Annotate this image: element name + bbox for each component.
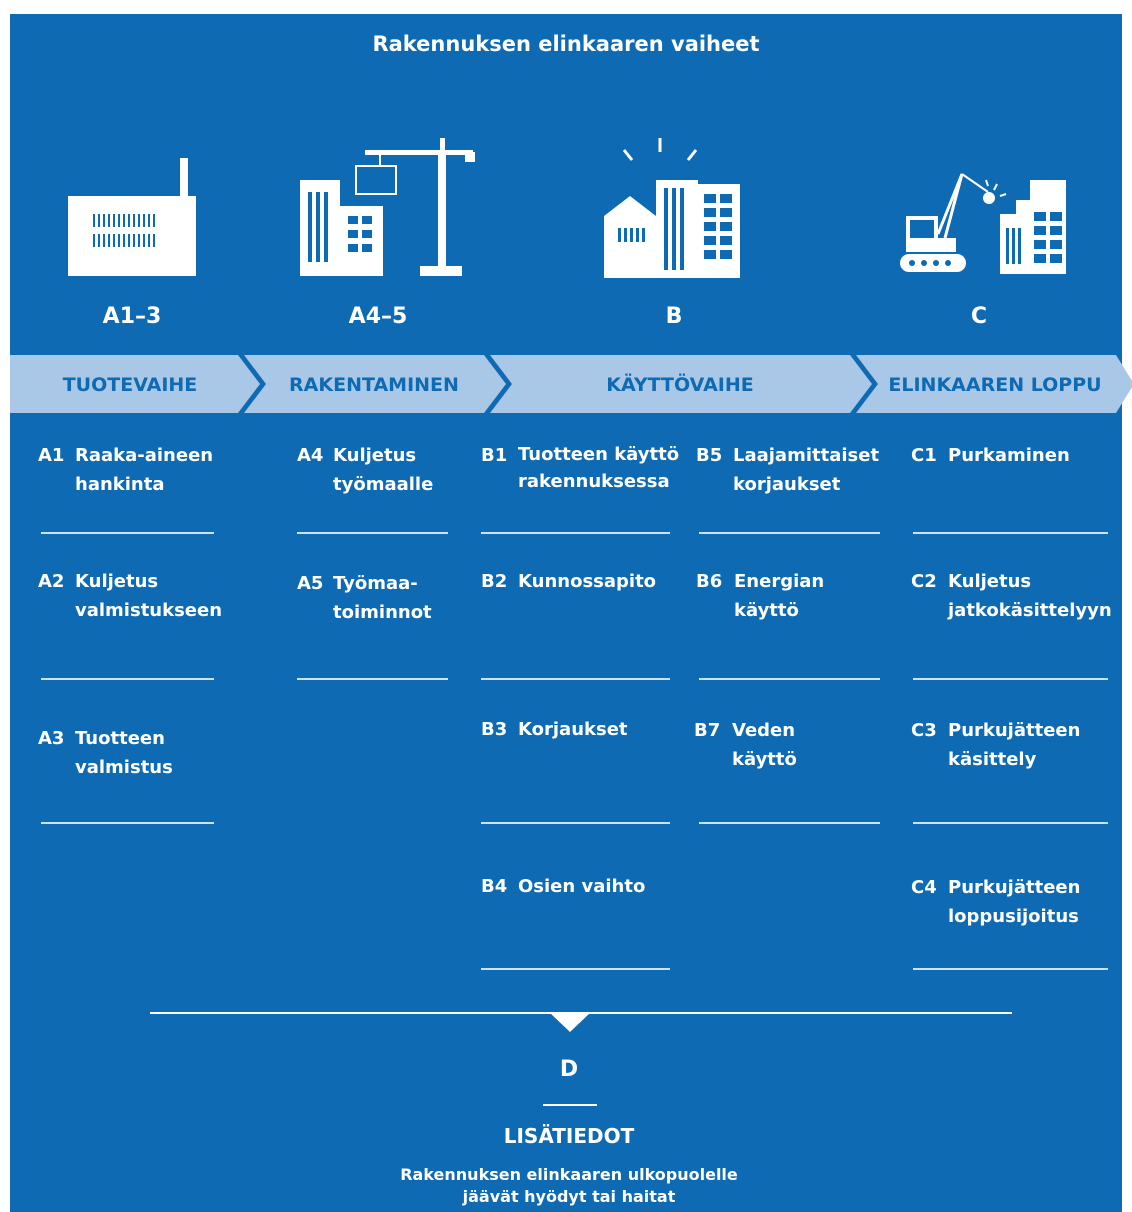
demolition-icon xyxy=(900,173,1066,274)
divider xyxy=(481,822,670,824)
divider xyxy=(913,678,1108,680)
divider xyxy=(699,532,880,534)
stage-name-kayttovaihe: KÄYTTÖVAIHE xyxy=(606,374,754,396)
stage-name-elinkaaren-loppu: ELINKAAREN LOPPU xyxy=(888,374,1102,396)
divider xyxy=(913,822,1108,824)
divider xyxy=(913,968,1108,970)
buildings-icon xyxy=(604,138,740,278)
divider xyxy=(481,678,670,680)
divider xyxy=(699,678,880,680)
stage-code-c: C xyxy=(970,304,988,329)
stage-name-tuotevaihe: TUOTEVAIHE xyxy=(62,374,198,396)
stage-code-a1-3: A1–3 xyxy=(102,304,162,329)
divider xyxy=(297,678,448,680)
stage-band xyxy=(10,355,1132,413)
module-d-code: D xyxy=(559,1057,579,1082)
divider xyxy=(297,532,448,534)
divider xyxy=(41,822,214,824)
diagram-title: Rakennuksen elinkaaren vaiheet xyxy=(372,32,760,56)
module-d-description: Rakennuksen elinkaaren ulkopuolelle jääv… xyxy=(400,1165,738,1206)
divider xyxy=(41,532,214,534)
divider xyxy=(481,968,670,970)
module-d-name: LISÄTIEDOT xyxy=(503,1124,635,1148)
stage-code-b: B xyxy=(665,304,683,329)
divider xyxy=(699,822,880,824)
stage-name-rakentaminen: RAKENTAMINEN xyxy=(289,374,459,396)
factory-icon xyxy=(68,158,196,276)
divider xyxy=(543,1104,597,1106)
divider xyxy=(41,678,214,680)
divider xyxy=(913,532,1108,534)
crane-building-icon xyxy=(300,138,475,276)
down-arrow-icon xyxy=(550,1013,590,1032)
lifecycle-diagram: Rakennuksen elinkaaren vaiheet xyxy=(10,14,1132,1212)
stage-code-a4-5: A4–5 xyxy=(348,304,408,329)
divider xyxy=(481,532,670,534)
